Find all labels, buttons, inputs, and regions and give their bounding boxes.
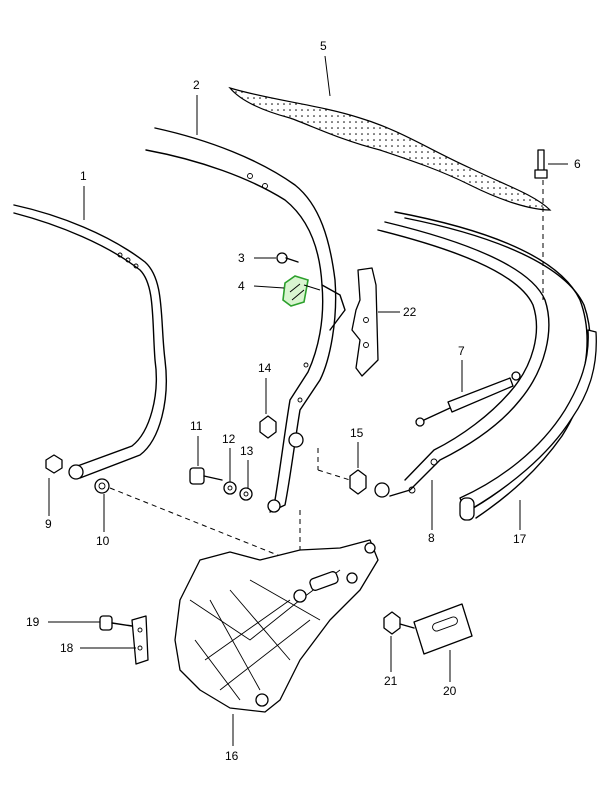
callout-21[interactable]: 21 — [384, 674, 398, 688]
part-8-frame-bow-rear[interactable] — [374, 221, 550, 498]
callout-11[interactable]: 11 — [190, 419, 203, 433]
callout-16[interactable]: 16 — [225, 749, 239, 763]
callout-18[interactable]: 18 — [60, 641, 74, 655]
part-10-bushing[interactable] — [94, 478, 110, 494]
callout-9[interactable]: 9 — [45, 517, 52, 531]
part-15-nut[interactable] — [349, 469, 367, 495]
callout-10[interactable]: 10 — [96, 534, 110, 548]
part-7-gas-strut[interactable] — [415, 371, 521, 427]
part-18-clip[interactable] — [131, 615, 149, 665]
callout-13[interactable]: 13 — [240, 444, 254, 458]
part-5-headliner-panel[interactable] — [228, 86, 552, 211]
part-3-screw[interactable] — [276, 252, 299, 264]
part-2-frame-bow-main[interactable] — [145, 127, 346, 513]
callout-19[interactable]: 19 — [26, 615, 40, 629]
callout-7[interactable]: 7 — [458, 344, 465, 358]
callout-5[interactable]: 5 — [320, 39, 327, 53]
callout-22[interactable]: 22 — [403, 305, 417, 319]
callout-labels: 1 2 3 4 5 6 7 8 9 10 11 12 13 14 15 16 1… — [26, 39, 581, 763]
callout-12[interactable]: 12 — [222, 432, 236, 446]
callout-2[interactable]: 2 — [193, 78, 200, 92]
callout-14[interactable]: 14 — [258, 361, 272, 375]
callout-1[interactable]: 1 — [80, 169, 87, 183]
part-22-latch-plate[interactable] — [351, 267, 379, 377]
callout-8[interactable]: 8 — [428, 531, 435, 545]
assembly-lines — [109, 448, 351, 561]
part-14-nut[interactable] — [259, 415, 277, 439]
part-20-cover-plate[interactable] — [413, 603, 473, 655]
leader-lines — [48, 55, 568, 746]
part-12-washer[interactable] — [223, 481, 237, 495]
callout-3[interactable]: 3 — [238, 251, 245, 265]
part-9-nut[interactable] — [45, 454, 63, 474]
part-19-screw[interactable] — [99, 615, 133, 631]
part-13-washer[interactable] — [239, 487, 253, 501]
part-16-hinge-bracket[interactable] — [174, 539, 379, 713]
callout-20[interactable]: 20 — [443, 684, 457, 698]
callout-15[interactable]: 15 — [350, 426, 364, 440]
part-4-bracket-highlighted[interactable] — [282, 275, 321, 307]
part-1-frame-bow-left[interactable] — [13, 204, 167, 480]
callout-17[interactable]: 17 — [513, 532, 527, 546]
part-6-pin[interactable] — [534, 149, 548, 300]
part-21-nut[interactable] — [383, 611, 415, 635]
part-11-bolt[interactable] — [189, 467, 223, 485]
callout-6[interactable]: 6 — [574, 157, 581, 171]
callout-4[interactable]: 4 — [238, 279, 245, 293]
part-17-seal-strip[interactable] — [394, 211, 597, 521]
